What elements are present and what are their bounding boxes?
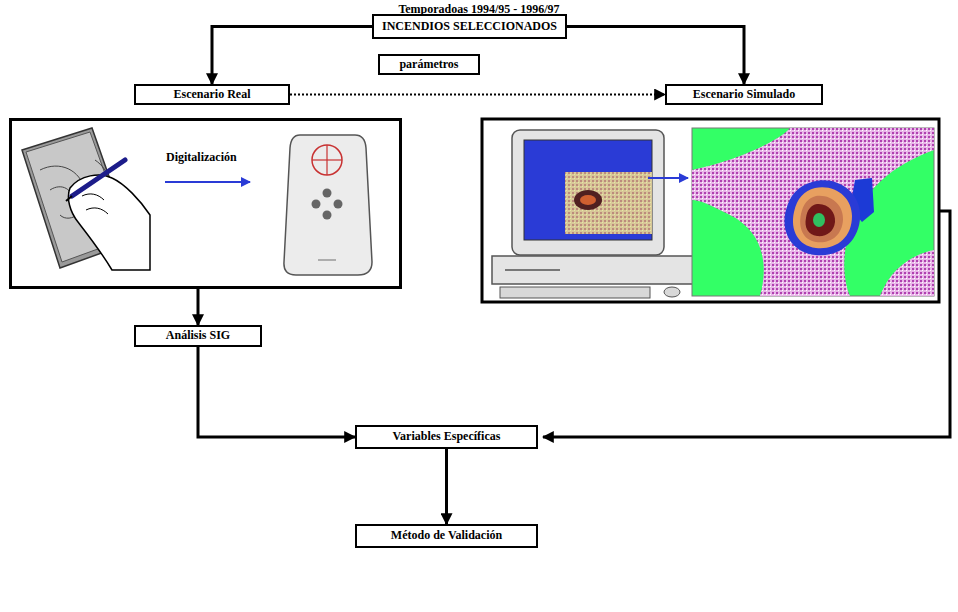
dotted-connector	[290, 94, 665, 96]
computer	[492, 130, 697, 298]
node-label: Variables Específicas	[393, 430, 501, 443]
flow-line	[543, 211, 950, 437]
process-box: Variables Específicas	[355, 425, 538, 449]
node-label: Método de Validación	[391, 529, 502, 542]
process-box: Escenario Simulado	[665, 84, 823, 105]
diagram-title: Temporadoas 1994/95 - 1996/97	[0, 2, 958, 17]
parameter-box: parámetros	[378, 54, 480, 75]
flow-connector	[212, 27, 372, 85]
result-box: Método de Validación	[355, 524, 538, 548]
flow-arrow	[165, 181, 250, 183]
flow-connector	[567, 27, 744, 85]
start-box: INCENDIOS SELECCIONADOS	[372, 14, 567, 39]
hand-with-pen	[66, 160, 150, 270]
gps-device	[284, 135, 372, 275]
node-label: Análisis SIG	[166, 329, 230, 342]
node-label: Digitalización	[166, 151, 237, 164]
node-label: Escenario Real	[174, 88, 251, 101]
flow-connector	[445, 449, 448, 524]
node-label: Escenario Simulado	[693, 88, 795, 101]
simulation-panel	[482, 119, 939, 302]
process-box: Escenario Real	[134, 84, 290, 105]
fire-map	[692, 128, 934, 296]
flow-connector	[197, 289, 200, 325]
process-box: Análisis SIG	[134, 325, 262, 347]
node-label: parámetros	[399, 58, 458, 71]
flow-connector	[198, 347, 355, 437]
zoom-arrow	[648, 177, 688, 179]
node-label: INCENDIOS SELECCIONADOS	[382, 20, 557, 33]
digitization-panel: Digitalización	[9, 118, 402, 289]
